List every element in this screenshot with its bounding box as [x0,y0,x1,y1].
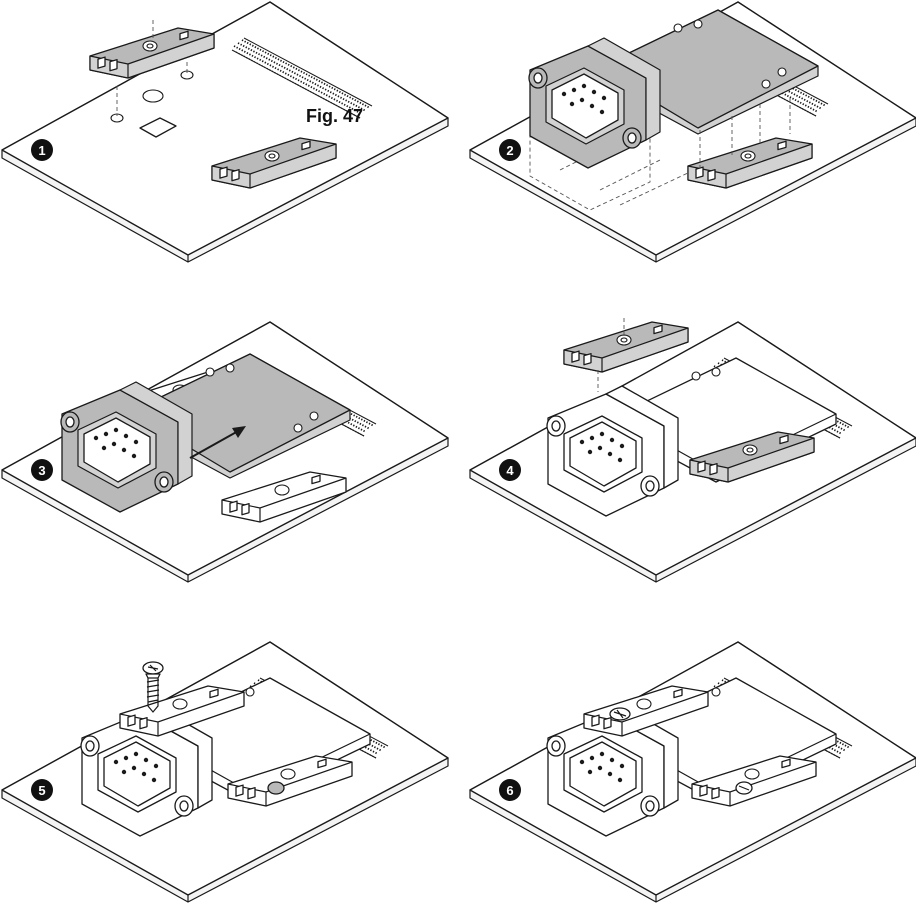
svg-text:5: 5 [38,783,45,798]
svg-text:2: 2 [506,143,513,158]
svg-text:3: 3 [38,463,45,478]
svg-text:6: 6 [506,783,513,798]
step-5-panel: 5 [1,641,449,903]
step-badge-3: 3 [31,459,53,481]
step-badge-4: 4 [499,459,521,481]
step-2-panel: 2 [469,1,916,263]
step-6-panel: 6 [469,641,916,903]
slide-arrow-icon [232,426,246,438]
svg-text:1: 1 [38,143,45,158]
step-1-panel: Fig. 47 1 [1,1,449,263]
step-3-panel: 3 [1,321,449,583]
svg-text:4: 4 [506,463,514,478]
figure-label: Fig. 47 [306,106,363,126]
step-4-panel: 4 [469,318,916,583]
step-badge-5: 5 [31,779,53,801]
step-badge-6: 6 [499,779,521,801]
step-badge-1: 1 [31,139,53,161]
step-badge-2: 2 [499,139,521,161]
